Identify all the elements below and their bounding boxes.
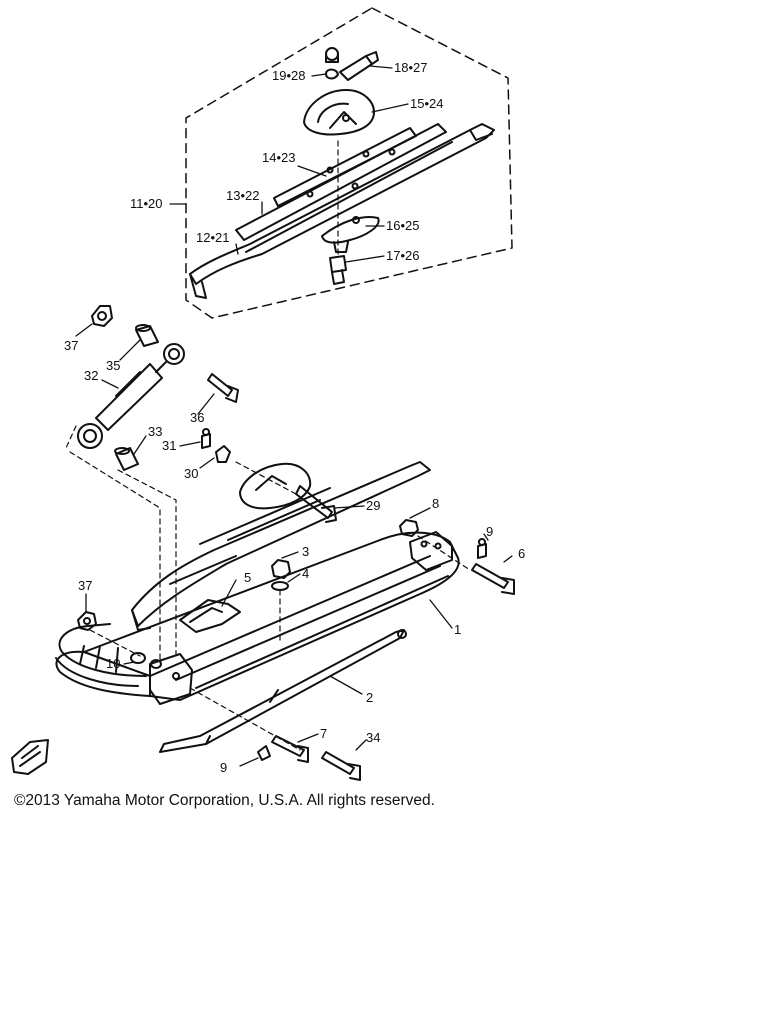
grease-nipple-9-lower <box>257 745 271 761</box>
shock-absorber-32 <box>65 343 185 449</box>
bolt-upper <box>325 47 379 81</box>
callout-6: 6 <box>518 546 525 561</box>
callout-34: 34 <box>366 730 380 745</box>
bolt-7 <box>271 735 309 763</box>
grease-nipple-9-right <box>477 538 487 559</box>
callout-37-lower: 37 <box>78 578 92 593</box>
ski-loop <box>55 623 147 687</box>
callout-37-top: 37 <box>64 338 78 353</box>
callout-11-20: 11•20 <box>130 196 163 211</box>
callout-14-23: 14•23 <box>262 150 295 165</box>
callout-10: 10 <box>106 656 120 671</box>
callout-16-25: 16•25 <box>386 218 419 233</box>
callout-8: 8 <box>432 496 439 511</box>
bolt-34 <box>321 751 361 781</box>
nut-8 <box>399 519 419 537</box>
callout-1: 1 <box>454 622 461 637</box>
callout-9-right: 9 <box>486 524 493 539</box>
bolt-17-26 <box>329 255 347 285</box>
bolt-29 <box>295 485 337 523</box>
bushing-35 <box>135 324 159 347</box>
callout-15-24: 15•24 <box>410 96 443 111</box>
grease-nipple-31 <box>201 428 211 449</box>
washer-10 <box>130 652 162 669</box>
callout-32: 32 <box>84 368 98 383</box>
bolt-36 <box>207 373 239 403</box>
callout-5: 5 <box>244 570 251 585</box>
plate-16-25 <box>321 216 380 253</box>
plate-5 <box>179 599 241 633</box>
front-arrow-icon <box>11 739 49 775</box>
bushing-33 <box>114 447 139 471</box>
rear-bracket <box>409 531 453 571</box>
leaf-spring-lower <box>131 461 431 631</box>
callout-3: 3 <box>302 544 309 559</box>
spring-30 <box>215 445 231 463</box>
callout-36: 36 <box>190 410 204 425</box>
callout-18-27: 18•27 <box>394 60 427 75</box>
callout-30: 30 <box>184 466 198 481</box>
callout-31: 31 <box>162 438 176 453</box>
saddle-upper <box>303 89 375 136</box>
wear-bar-2 <box>159 629 407 753</box>
callout-33: 33 <box>148 424 162 439</box>
spring-assembly-upper <box>189 123 495 299</box>
callout-4: 4 <box>302 566 309 581</box>
ski-parts-diagram: 1 2 3 4 5 6 7 8 9 9 10 11•20 12•21 13•22… <box>11 7 525 781</box>
nut-37-lower <box>77 611 97 631</box>
callout-29: 29 <box>366 498 380 513</box>
bolt-6 <box>471 563 515 595</box>
nut-37-top <box>91 305 113 327</box>
front-bracket <box>149 653 193 705</box>
callout-labels: 1 2 3 4 5 6 7 8 9 9 10 11•20 12•21 13•22… <box>64 60 525 775</box>
washer-4 <box>271 581 289 591</box>
callout-12-21: 12•21 <box>196 230 229 245</box>
spring-assembly-boundary <box>185 7 513 319</box>
callout-9-lower: 9 <box>220 760 227 775</box>
callout-19-28: 19•28 <box>272 68 305 83</box>
callout-2: 2 <box>366 690 373 705</box>
callout-17-26: 17•26 <box>386 248 419 263</box>
saddle-lower <box>239 462 312 510</box>
nut-3 <box>271 559 291 579</box>
copyright-notice: ©2013 Yamaha Motor Corporation, U.S.A. A… <box>14 792 435 809</box>
callout-7: 7 <box>320 726 327 741</box>
callout-13-22: 13•22 <box>226 188 259 203</box>
callout-35: 35 <box>106 358 120 373</box>
